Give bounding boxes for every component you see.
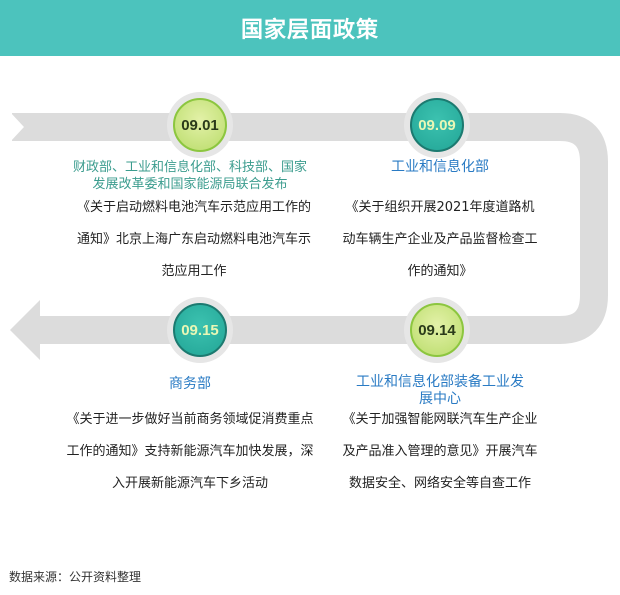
track-path bbox=[12, 113, 608, 344]
page-title: 国家层面政策 bbox=[240, 18, 379, 43]
policy-text: 《关于组织开展2021年度道路机动车辆生产企业及产品监督检查工作的通知》 bbox=[342, 200, 538, 279]
issuer-label: 商务部 bbox=[169, 376, 211, 392]
date-node-2: 09.09 bbox=[404, 92, 470, 158]
date-node-4: 09.14 bbox=[404, 297, 470, 363]
issuer-label: 工业和信息化部 bbox=[391, 159, 489, 175]
track-tail-notch bbox=[10, 112, 24, 142]
policy-text: 《关于启动燃料电池汽车示范应用工作的通知》北京上海广东启动燃料电池汽车示范应用工… bbox=[76, 200, 311, 279]
date-label: 09.14 bbox=[410, 303, 464, 357]
arrowhead-icon bbox=[10, 300, 40, 360]
date-label: 09.15 bbox=[173, 303, 227, 357]
header-bar: 国家层面政策 bbox=[0, 0, 620, 56]
date-label: 09.09 bbox=[410, 98, 464, 152]
date-label: 09.01 bbox=[173, 98, 227, 152]
issuer-label: 财政部、工业和信息化部、科技部、国家发展改革委和国家能源局联合发布 bbox=[72, 160, 307, 192]
date-node-1: 09.01 bbox=[167, 92, 233, 158]
issuer-label: 工业和信息化部装备工业发展中心 bbox=[356, 374, 524, 407]
policy-text: 《关于加强智能网联汽车生产企业及产品准入管理的意见》开展汽车数据安全、网络安全等… bbox=[342, 412, 538, 491]
policy-text: 《关于进一步做好当前商务领域促消费重点工作的通知》支持新能源汽车加快发展，深入开… bbox=[66, 412, 314, 491]
data-source-note: 数据来源：公开资料整理 bbox=[9, 570, 142, 584]
date-node-3: 09.15 bbox=[167, 297, 233, 363]
